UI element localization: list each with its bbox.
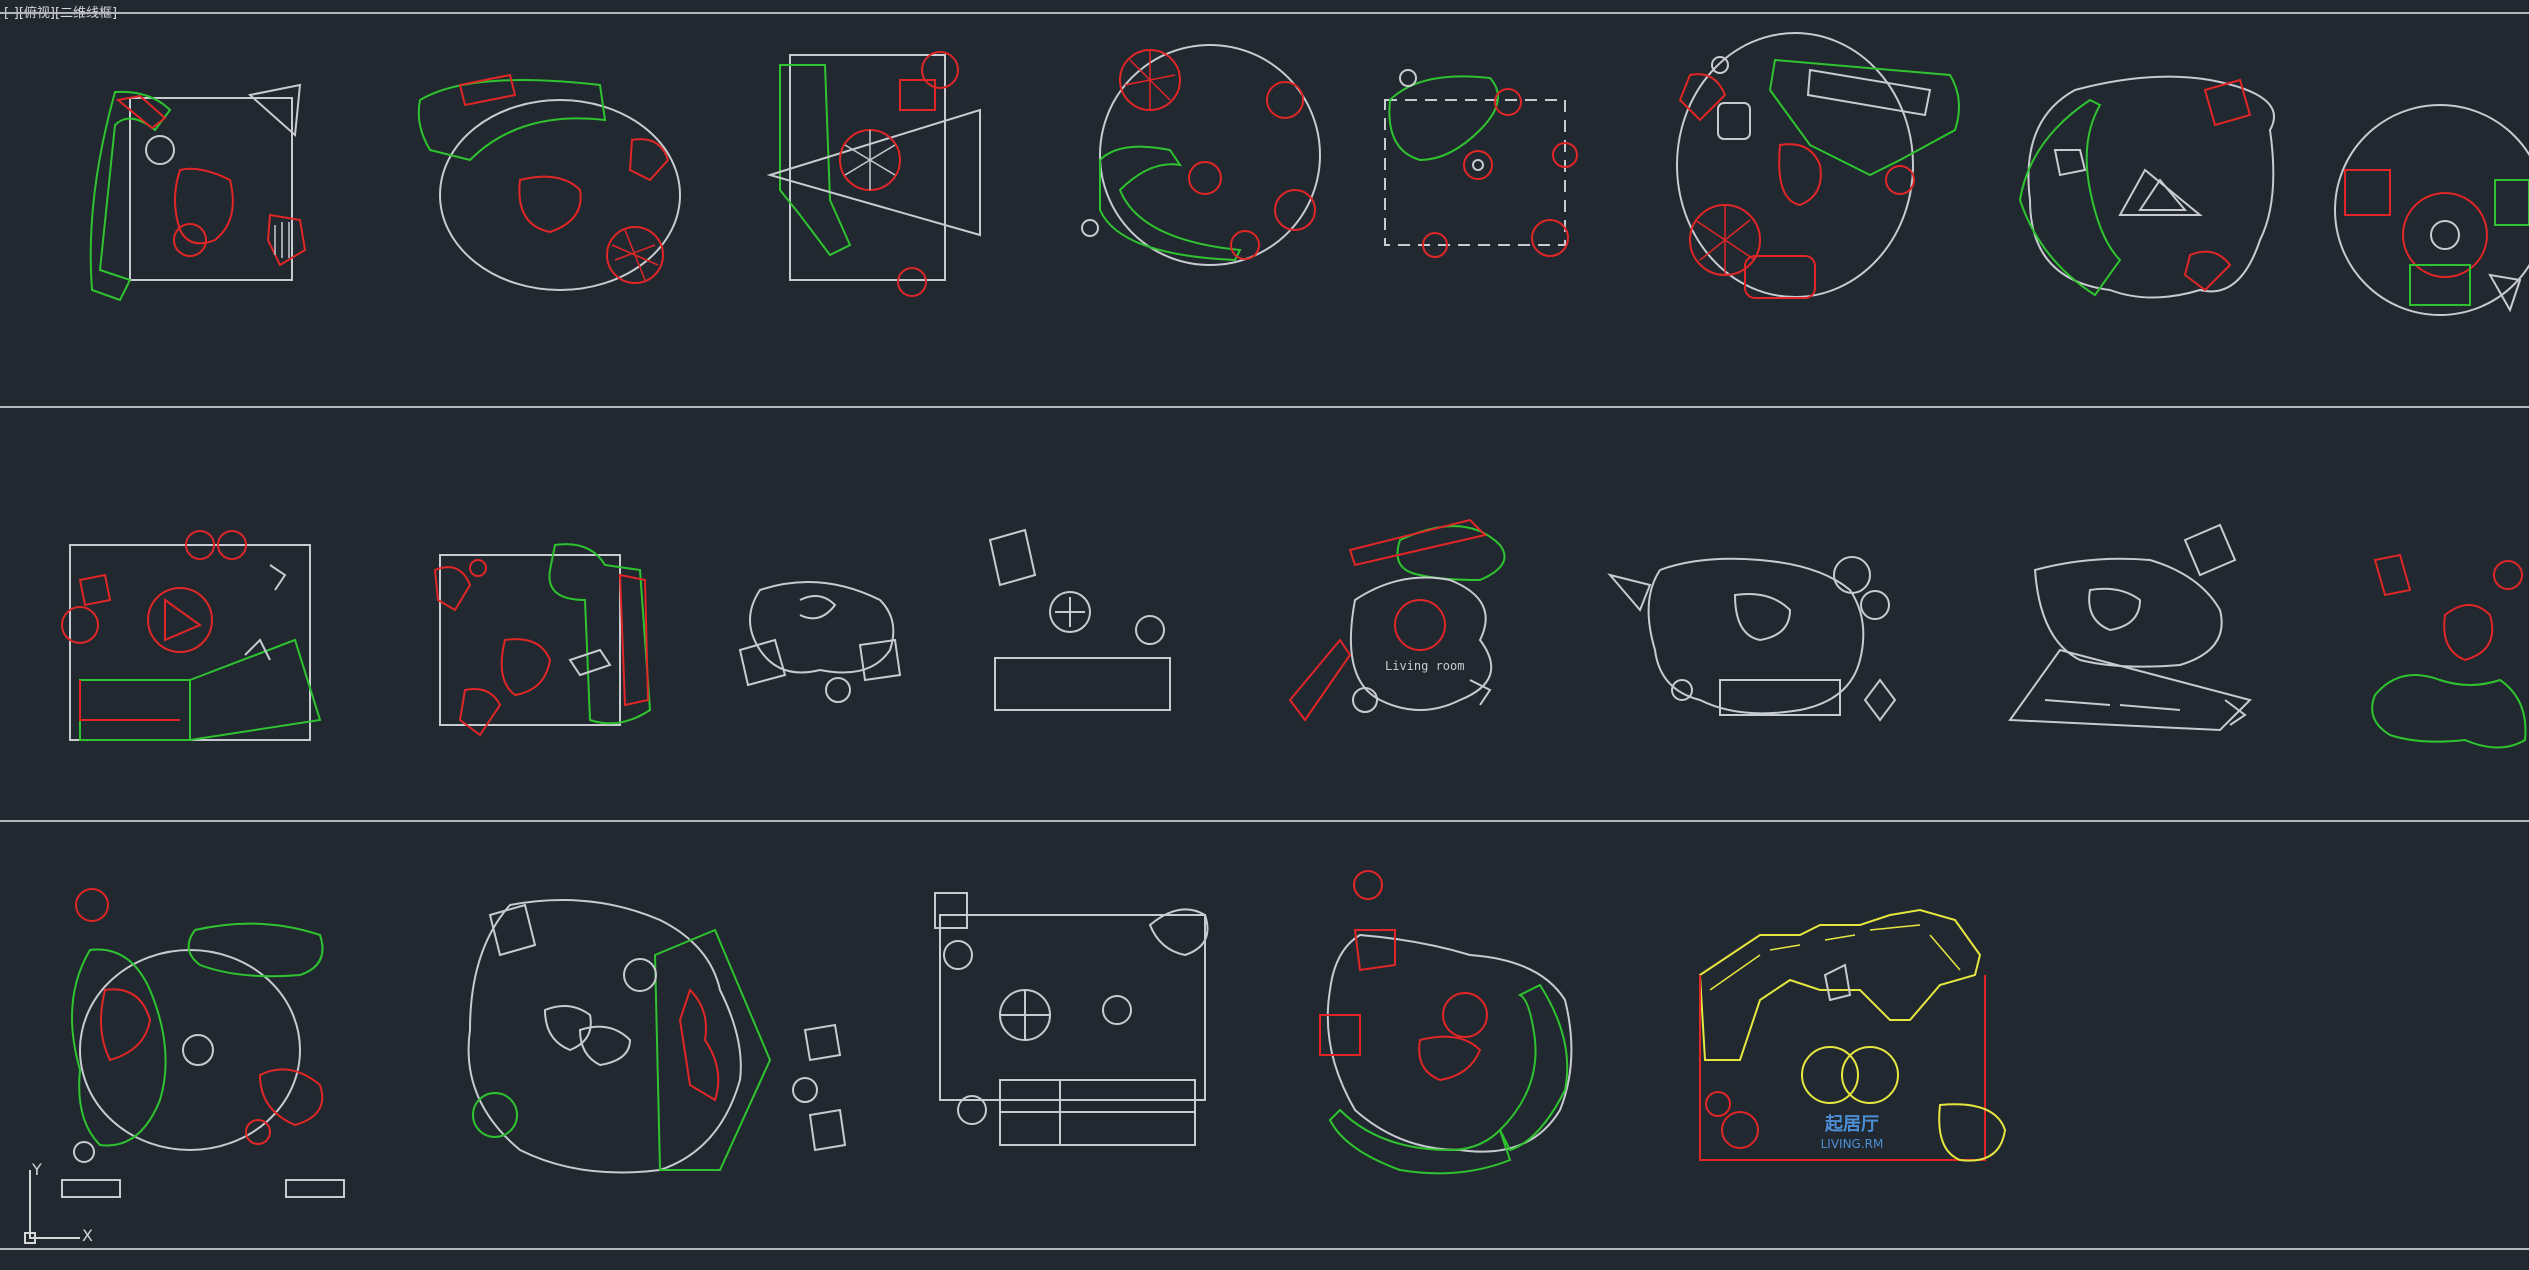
furniture-block-13[interactable]: Living room: [1288, 518, 1506, 722]
furniture-block-6[interactable]: [1676, 32, 1960, 299]
furniture-block-17[interactable]: [61, 888, 345, 1198]
row-divider-top: [0, 12, 2529, 14]
furniture-block-2[interactable]: [417, 73, 681, 291]
ucs-icon: Y X: [20, 1160, 140, 1250]
furniture-block-12[interactable]: [988, 528, 1171, 711]
ucs-x-label: X: [82, 1226, 93, 1245]
furniture-block-15[interactable]: [2008, 523, 2252, 732]
furniture-block-21[interactable]: 起居厅 LIVING.RM: [1698, 908, 2007, 1162]
furniture-block-9[interactable]: [61, 530, 322, 742]
furniture-block-4[interactable]: [1081, 44, 1321, 266]
furniture-block-18[interactable]: [467, 899, 847, 1174]
row-divider-1: [0, 406, 2529, 408]
furniture-block-1[interactable]: [89, 83, 307, 302]
furniture-block-3[interactable]: [766, 51, 981, 297]
row-divider-2: [0, 820, 2529, 822]
row-divider-bottom: [0, 1248, 2529, 1250]
furniture-block-10[interactable]: [433, 543, 652, 737]
furniture-block-20[interactable]: [1319, 870, 1573, 1175]
ucs-y-label: Y: [32, 1160, 42, 1179]
living-room-label: Living room: [1385, 659, 1464, 673]
furniture-block-14[interactable]: [1607, 556, 1897, 722]
furniture-block-5[interactable]: [1384, 69, 1578, 258]
furniture-block-11[interactable]: [738, 581, 902, 703]
living-room-cn-label: 起居厅: [1824, 1113, 1879, 1135]
living-room-en-label: LIVING.RM: [1821, 1137, 1884, 1151]
furniture-block-7[interactable]: [2018, 75, 2275, 299]
furniture-block-16[interactable]: [2371, 553, 2527, 749]
furniture-block-19[interactable]: [934, 892, 1209, 1146]
furniture-block-8[interactable]: [2334, 104, 2529, 316]
